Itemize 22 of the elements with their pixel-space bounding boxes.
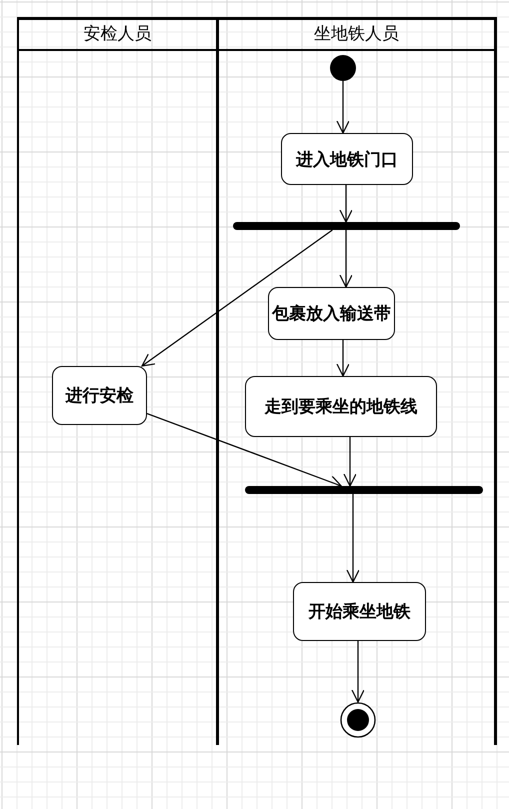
end-node: [340, 702, 376, 738]
action-box: 走到要乘坐的地铁线: [245, 376, 437, 437]
swimlane: [219, 17, 497, 745]
sync-bar: [233, 222, 460, 230]
arrow: [346, 494, 360, 583]
swimlane: [17, 17, 219, 745]
start-node: [330, 55, 356, 81]
arrow: [336, 340, 350, 377]
action-box: 开始乘坐地铁: [293, 582, 426, 641]
arrow: [141, 230, 333, 367]
lane-title: 坐地铁人员: [219, 20, 494, 51]
action-box: 进行安检: [52, 366, 147, 425]
lane-title: 安检人员: [19, 20, 216, 51]
action-box: 进入地铁门口: [281, 133, 413, 185]
arrow: [339, 185, 353, 223]
arrow: [343, 437, 357, 487]
arrow: [336, 81, 350, 134]
action-box: 包裹放入输送带: [268, 287, 395, 340]
sync-bar: [245, 486, 483, 494]
arrow: [339, 230, 353, 288]
arrow: [146, 412, 342, 488]
arrow: [351, 641, 365, 703]
